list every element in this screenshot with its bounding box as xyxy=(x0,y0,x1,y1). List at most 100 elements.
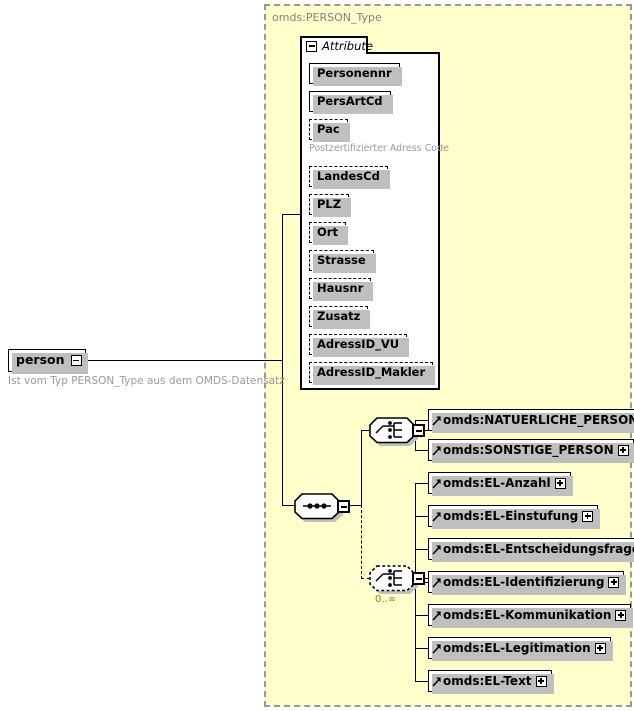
attribute-label: Personennr xyxy=(317,65,392,80)
attribute-persartcd[interactable]: PersArtCd xyxy=(309,91,393,114)
node-shadow xyxy=(432,476,573,496)
attribute-label: AdressID_VU xyxy=(317,336,400,351)
cardinality-choice-el: 0..∞ xyxy=(375,594,397,605)
connector-branch-el-6 xyxy=(415,681,429,683)
element-ref-label: omds:EL-Anzahl xyxy=(443,476,551,490)
node-shadow xyxy=(432,443,634,463)
compositor-choice-el[interactable] xyxy=(369,565,425,594)
attribute-pac[interactable]: Pac xyxy=(309,119,350,142)
element-ref-label: omds:EL-Entscheidungsfrage xyxy=(443,542,634,556)
reference-arrow-icon xyxy=(432,641,441,655)
attribute-strasse[interactable]: Strasse xyxy=(309,250,376,273)
compositor-body xyxy=(369,417,415,443)
node-shadow xyxy=(432,509,601,529)
connector-choice-person-in xyxy=(361,430,370,432)
attribute-zusatz[interactable]: Zusatz xyxy=(309,306,371,329)
type-container-label: omds:PERSON_Type xyxy=(272,11,382,24)
element-ref-el-entscheidungsfrage[interactable]: omds:EL-Entscheidungsfrage xyxy=(428,538,634,562)
element-ref-label: omds:EL-Legitimation xyxy=(443,641,591,655)
node-shadow xyxy=(432,542,634,562)
connector-branch-el-5 xyxy=(415,648,429,650)
attribute-label: Ort xyxy=(317,224,338,239)
reference-arrow-icon xyxy=(432,413,441,427)
attribute-label: PLZ xyxy=(317,196,342,211)
attribute-group-tab-label: Attribute xyxy=(322,39,373,53)
attribute-label: Hausnr xyxy=(317,280,364,295)
minus-icon[interactable] xyxy=(412,424,425,437)
plus-icon[interactable] xyxy=(617,444,629,456)
connector-sequence-to-choice-person xyxy=(361,430,363,506)
attribute-landescd[interactable]: LandesCd xyxy=(309,166,390,189)
connector-branch-el-0 xyxy=(415,483,429,485)
connector-spine xyxy=(282,214,284,506)
element-ref-el-legitimation[interactable]: omds:EL-Legitimation xyxy=(428,637,613,661)
plus-icon[interactable] xyxy=(535,675,547,687)
node-shadow xyxy=(313,67,402,86)
compositor-choice-person[interactable] xyxy=(369,417,425,446)
element-ref-el-einstufung[interactable]: omds:EL-Einstufung xyxy=(428,505,601,529)
reference-arrow-icon xyxy=(432,509,441,523)
reference-arrow-icon xyxy=(432,674,441,688)
attribute-annotation: Postzertifizierter Adress Code xyxy=(309,143,449,154)
element-person-annotation: Ist vom Typ PERSON_Type aus dem OMDS-Dat… xyxy=(8,375,285,387)
attribute-adressid-vu[interactable]: AdressID_VU xyxy=(309,334,410,357)
node-shadow xyxy=(313,95,393,114)
plus-icon[interactable] xyxy=(608,576,620,588)
element-person[interactable]: person xyxy=(8,349,88,374)
connector-branch-el-1 xyxy=(415,516,429,518)
compositor-outline xyxy=(369,565,415,592)
element-ref-natuerliche-person[interactable]: omds:NATUERLICHE_PERSON xyxy=(428,409,634,433)
plus-icon[interactable] xyxy=(582,510,594,522)
minus-icon[interactable] xyxy=(70,355,82,366)
plus-icon[interactable] xyxy=(615,609,627,621)
minus-icon[interactable] xyxy=(337,500,350,513)
attribute-label: LandesCd xyxy=(317,168,380,183)
compositor-outline xyxy=(294,493,340,520)
attribute-label: PersArtCd xyxy=(317,93,383,108)
element-ref-label: omds:EL-Text xyxy=(443,674,532,688)
plus-icon[interactable] xyxy=(594,642,606,654)
compositor-body xyxy=(369,565,415,591)
node-shadow xyxy=(432,641,613,661)
attribute-label: Strasse xyxy=(317,252,366,267)
minus-icon[interactable] xyxy=(306,40,317,52)
compositor-outline xyxy=(369,417,415,444)
element-ref-el-text[interactable]: omds:EL-Text xyxy=(428,670,554,694)
element-person-label: person xyxy=(16,352,65,368)
node-shadow xyxy=(432,674,554,694)
element-ref-el-identifizierung[interactable]: omds:EL-Identifizierung xyxy=(428,571,627,595)
connector-sequence-to-choice-el xyxy=(361,505,362,579)
connector-branch-el-4 xyxy=(415,615,429,617)
attribute-group-tab[interactable]: Attribute xyxy=(300,36,373,54)
plus-icon[interactable] xyxy=(554,477,566,489)
element-ref-label: omds:NATUERLICHE_PERSON xyxy=(443,413,634,427)
node-shadow xyxy=(313,170,390,189)
attribute-plz[interactable]: PLZ xyxy=(309,194,352,217)
node-shadow xyxy=(313,226,348,245)
node-shadow xyxy=(313,282,374,301)
attribute-personennr[interactable]: Personennr xyxy=(309,63,402,86)
attribute-label: AdressID_Makler xyxy=(317,364,426,379)
element-ref-label: omds:EL-Einstufung xyxy=(443,509,579,523)
attribute-hausnr[interactable]: Hausnr xyxy=(309,278,374,301)
connector-sequence-out xyxy=(350,505,362,507)
node-shadow xyxy=(432,608,634,628)
element-ref-sonstige-person[interactable]: omds:SONSTIGE_PERSON xyxy=(428,439,634,463)
reference-arrow-icon xyxy=(432,608,441,622)
element-ref-el-anzahl[interactable]: omds:EL-Anzahl xyxy=(428,472,573,496)
element-ref-label: omds:EL-Identifizierung xyxy=(443,575,605,589)
element-ref-el-kommunikation[interactable]: omds:EL-Kommunikation xyxy=(428,604,634,628)
connector-branch-person-1 xyxy=(415,450,429,452)
connector-branch-el-2 xyxy=(415,549,429,551)
compositor-sequence[interactable] xyxy=(294,493,350,522)
connector-spine-to-attributes xyxy=(282,214,300,216)
attribute-ort[interactable]: Ort xyxy=(309,222,348,245)
sequence-icon xyxy=(303,503,331,509)
minus-icon[interactable] xyxy=(412,572,425,585)
element-ref-label: omds:EL-Kommunikation xyxy=(443,608,612,622)
connector-spine-to-sequence xyxy=(282,505,294,507)
connector-choice-el-in xyxy=(361,578,370,579)
reference-arrow-icon xyxy=(432,542,441,556)
attribute-adressid-makler[interactable]: AdressID_Makler xyxy=(309,362,436,385)
